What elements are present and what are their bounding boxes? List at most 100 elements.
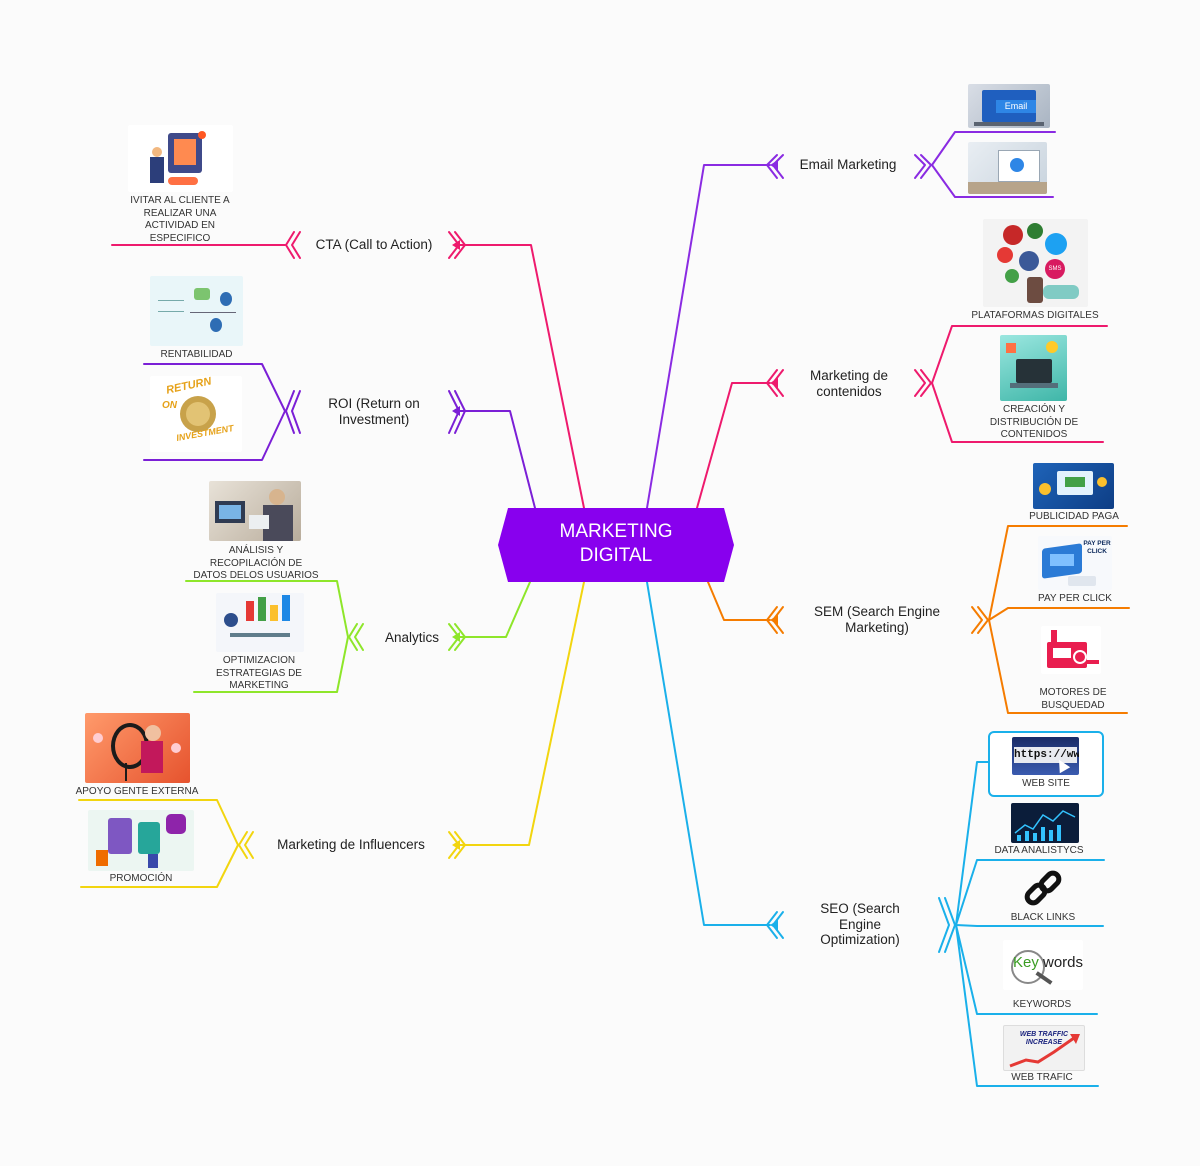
influencers-node[interactable]: Marketing de Influencers: [258, 837, 444, 853]
paid-advertising-image: [1033, 463, 1114, 509]
creacion-line1: CREACIÓN Y: [1002, 404, 1066, 415]
ppc-caption: PAY PER CLICK: [1082, 540, 1112, 556]
plataformas-digitales-label: PLATAFORMAS DIGITALES: [955, 310, 1115, 323]
website-url-image: https://www: [1012, 737, 1079, 775]
optimizacion-line3: MARKETING: [229, 680, 289, 691]
seo-line2: Engine: [838, 916, 882, 932]
analisis-line2: RECOPILACIÓN DE: [209, 557, 303, 569]
motores-line1: MOTORES DE: [1039, 687, 1107, 698]
cta-leaf-line3: ACTIVIDAD EN: [144, 220, 215, 231]
analytics-node[interactable]: Analytics: [368, 630, 456, 646]
optimizacion-line1: OPTIMIZACION: [222, 655, 296, 666]
web-trafic-label: WEB TRAFIC: [994, 1072, 1090, 1085]
central-title: MARKETING DIGITAL: [498, 520, 734, 568]
marketing-contenidos-node[interactable]: Marketing de contenidos: [790, 368, 908, 399]
email-marketing-label: Email Marketing: [799, 157, 897, 172]
creacion-distribucion-label: CREACIÓN Y DISTRIBUCIÓN DE CONTENIDOS: [976, 404, 1092, 442]
influencers-label: Marketing de Influencers: [277, 837, 425, 852]
sem-branch-connector: [707, 525, 1130, 714]
roi-node[interactable]: ROI (Return on Investment): [305, 396, 443, 427]
website-label: WEB SITE: [990, 778, 1102, 791]
cta-label: CTA (Call to Action): [315, 237, 433, 252]
motores-busqueda-label: MOTORES DE BUSQUEDAD: [1022, 687, 1124, 712]
cta-leaf-label: IVITAR AL CLIENTE A REALIZAR UNA ACTIVID…: [110, 195, 250, 245]
apoyo-gente-externa-text: APOYO GENTE EXTERNA: [75, 786, 199, 797]
analisis-line3: DATOS DELOS USUARIOS: [193, 570, 319, 581]
website-leaf-box[interactable]: https://www WEB SITE: [988, 731, 1104, 797]
roi-word-on: ON: [162, 400, 177, 411]
sem-line2: Marketing): [845, 619, 909, 635]
promocion-label: PROMOCIÓN: [88, 873, 194, 886]
cta-leaf-line4: ESPECIFICO: [149, 232, 211, 244]
web-traffic-image: WEB TRAFFIC INCREASE: [1003, 1025, 1085, 1071]
url-text: https://www: [1014, 747, 1079, 763]
rentabilidad-image: [150, 276, 243, 346]
email-desk-image: [968, 142, 1047, 194]
seo-node[interactable]: SEO (Search Engine Optimization): [795, 901, 925, 948]
analisis-datos-label: ANÁLISIS Y RECOPILACIÓN DE DATOS DELOS U…: [186, 545, 326, 583]
sms-bubble: SMS: [1045, 259, 1065, 279]
pay-per-click-label: PAY PER CLICK: [1020, 593, 1130, 606]
cta-branch-connector: [111, 231, 585, 509]
search-engines-image: [1041, 626, 1101, 674]
publicidad-paga-label: PUBLICIDAD PAGA: [1012, 511, 1136, 524]
sem-line1: SEM (Search Engine: [813, 604, 941, 619]
return-on-investment-image: RETURN ON INVESTMENT: [150, 376, 242, 452]
contenidos-branch-connector: [696, 325, 1108, 509]
email-badge: Email: [996, 100, 1036, 113]
analytics-branch-connector: [185, 580, 531, 693]
seo-line3: Optimization): [820, 932, 900, 947]
data-analytics-label: DATA ANALISTYCS: [982, 845, 1096, 858]
traffic-arrow-icon: [1009, 1034, 1080, 1068]
influencer-ring-light-image: [85, 713, 190, 783]
pay-per-click-text: PAY PER CLICK: [1038, 593, 1112, 604]
keywords-text: KEYWORDS: [1012, 999, 1072, 1010]
keywords-key-text: Key: [1013, 954, 1039, 971]
keywords-words-text: words: [1043, 954, 1083, 971]
email-laptop-image: Email: [968, 84, 1050, 128]
social-networks-image: SMS: [983, 219, 1088, 307]
optimizacion-line2: ESTRATEGIAS DE: [216, 667, 302, 679]
central-node[interactable]: [498, 508, 734, 582]
seo-branch-connector: [646, 581, 1105, 1087]
creacion-line3: CONTENIDOS: [1000, 429, 1068, 440]
cta-illustration-image: [128, 125, 233, 192]
analysis-office-image: [209, 481, 301, 541]
rentabilidad-label: RENTABILIDAD: [150, 349, 243, 362]
central-title-line2: DIGITAL: [579, 545, 653, 566]
cta-node[interactable]: CTA (Call to Action): [300, 237, 448, 253]
data-analytics-text: DATA ANALISTYCS: [994, 845, 1084, 856]
creacion-line2: DISTRIBUCIÓN DE: [989, 416, 1079, 428]
email-branch-connector: [646, 131, 1056, 509]
analytics-label: Analytics: [384, 630, 440, 645]
roi-line2: Investment): [338, 411, 410, 427]
website-text: WEB SITE: [1022, 778, 1070, 789]
cta-leaf-line2: REALIZAR UNA: [143, 207, 217, 219]
email-marketing-node[interactable]: Email Marketing: [782, 157, 914, 173]
black-links-label: BLACK LINKS: [990, 912, 1096, 925]
marketing-contenidos-line1: Marketing de: [809, 368, 889, 383]
apoyo-gente-externa-label: APOYO GENTE EXTERNA: [70, 786, 204, 799]
central-title-line1: MARKETING: [559, 521, 673, 542]
influencers-branch-connector: [78, 581, 585, 888]
motores-line2: BUSQUEDAD: [1041, 699, 1105, 711]
keywords-label: KEYWORDS: [992, 999, 1092, 1012]
optimization-image: [216, 593, 304, 652]
sem-node[interactable]: SEM (Search Engine Marketing): [795, 604, 959, 635]
rentabilidad-text: RENTABILIDAD: [160, 349, 233, 360]
keywords-image: Key words: [1003, 940, 1083, 990]
publicidad-paga-text: PUBLICIDAD PAGA: [1029, 511, 1119, 522]
marketing-contenidos-line2: contenidos: [816, 383, 882, 399]
web-trafic-text: WEB TRAFIC: [1011, 1072, 1073, 1083]
branch-arrowheads: [452, 160, 778, 930]
plataformas-digitales-text: PLATAFORMAS DIGITALES: [971, 310, 1099, 321]
promocion-text: PROMOCIÓN: [109, 873, 173, 884]
analisis-line1: ANÁLISIS Y: [228, 545, 284, 556]
ppc-caption-line2: CLICK: [1087, 548, 1107, 555]
link-chain-icon: [1022, 868, 1064, 908]
roi-branch-connector: [143, 363, 536, 509]
data-analytics-image: [1011, 803, 1079, 843]
traffic-caption: WEB TRAFFIC INCREASE: [1012, 1031, 1076, 1047]
optimizacion-label: OPTIMIZACION ESTRATEGIAS DE MARKETING: [200, 655, 318, 693]
